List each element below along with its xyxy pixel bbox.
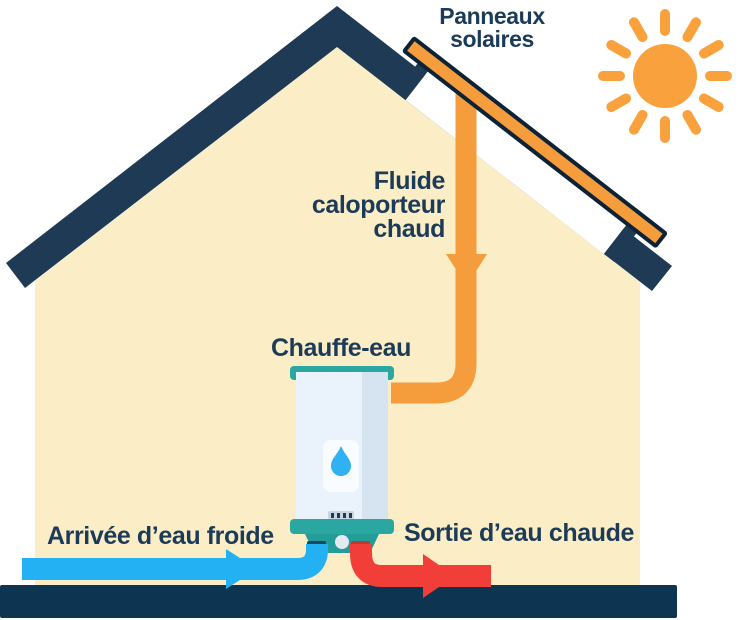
- hot-water-pipe: [350, 544, 491, 587]
- hot-water-outlet-label: Sortie d’eau chaude: [404, 519, 634, 547]
- hot-fluid-label-line3: chaud: [373, 215, 445, 243]
- house-wall: [35, 47, 640, 587]
- arrow-right-icon: [226, 549, 257, 589]
- solar-panels-label-line1: Panneaux: [439, 3, 545, 29]
- hot-fluid-label-line2: caloporteur: [311, 191, 446, 219]
- sun-icon: [598, 9, 732, 143]
- solar-panels-label-line2: solaires: [450, 26, 534, 52]
- solar-panel-collector: [402, 36, 668, 248]
- cold-water-inlet-label: Arrivée d’eau froide: [47, 522, 274, 550]
- heater-vent-grill: [328, 511, 354, 521]
- hot-fluid-pipe: [391, 84, 477, 404]
- heater-body-shade: [362, 372, 388, 522]
- heater-bottom-cap: [290, 519, 394, 534]
- heater-knob: [335, 535, 349, 549]
- water-heater-label: Chauffe-eau: [271, 334, 412, 362]
- solar-panels-label: Panneaux solaires: [417, 5, 567, 51]
- arrow-down-icon: [446, 254, 487, 286]
- ground: [0, 585, 677, 618]
- hot-fluid-label: Fluide caloporteur chaud: [280, 167, 446, 243]
- water-drop-icon: [331, 446, 351, 476]
- heater-vent-slots: [331, 513, 352, 518]
- water-heater: [290, 366, 394, 557]
- cold-water-pipe: [22, 544, 328, 580]
- hot-fluid-label-line1: Fluide: [373, 167, 446, 195]
- arrow-right-icon: [423, 554, 455, 598]
- sun-rays: [598, 9, 732, 143]
